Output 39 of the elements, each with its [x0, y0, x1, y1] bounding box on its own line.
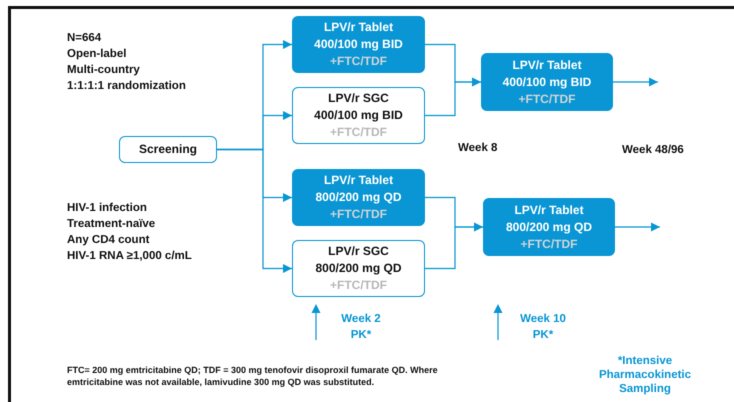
text-label: *Intensive Pharmacokinetic Sampling: [598, 354, 692, 396]
box-title: Screening: [138, 141, 198, 158]
box-note: +FTC/TDF: [518, 90, 576, 108]
text-label: 1:1:1:1 randomization: [67, 79, 186, 94]
treatment-box: [292, 16, 425, 73]
text-label: HIV-1 infection: [67, 201, 147, 216]
text-label: Open-label: [67, 47, 126, 62]
box-title: LPV/r Tablet 400/100 mg BID: [313, 19, 404, 53]
box-note: +FTC/TDF: [330, 277, 387, 294]
text-label: Week 2 PK*: [340, 312, 382, 343]
box-note: +FTC/TDF: [330, 53, 387, 70]
text-label: Week 10 PK*: [519, 312, 567, 343]
connector-arrow: [217, 148, 292, 273]
connector-arrow: [615, 222, 660, 232]
box-title: LPV/r SGC 800/200 mg QD: [314, 243, 403, 277]
footnote: FTC= 200 mg emtricitabine QD; TDF = 300 mg tenofovir disoproxil fumarate QD. Where emtricitabine was not available, lamivudine 300 mg QD was substituted.: [67, 364, 439, 388]
text-label: HIV-1 RNA ≥1,000 c/mL: [67, 249, 192, 264]
process-box: [292, 240, 425, 297]
connector-arrow: [425, 78, 481, 116]
box-title: LPV/r Tablet 800/200 mg QD: [314, 172, 403, 206]
box-note: +FTC/TDF: [330, 124, 387, 141]
box-title: LPV/r SGC 400/100 mg BID: [313, 90, 404, 124]
connector-arrow: [425, 222, 483, 270]
treatment-box: [292, 169, 425, 226]
box-note: +FTC/TDF: [520, 236, 578, 252]
box-note: +FTC/TDF: [330, 206, 387, 223]
text-label: Any CD4 count: [67, 233, 150, 248]
treatment-box: [483, 198, 615, 256]
text-label: Week 48/96: [622, 143, 684, 158]
process-box: [292, 87, 425, 144]
process-box: [119, 136, 217, 163]
treatment-box: [481, 53, 613, 111]
text-label: Week 8: [458, 141, 498, 156]
box-title: LPV/r Tablet 800/200 mg QD: [504, 202, 594, 236]
text-label: N=664: [67, 31, 102, 46]
connector-arrow: [613, 78, 658, 86]
text-label: Multi-country: [67, 63, 140, 78]
box-title: LPV/r Tablet 400/100 mg BID: [502, 56, 592, 90]
text-label: Treatment-naïve: [67, 217, 156, 232]
